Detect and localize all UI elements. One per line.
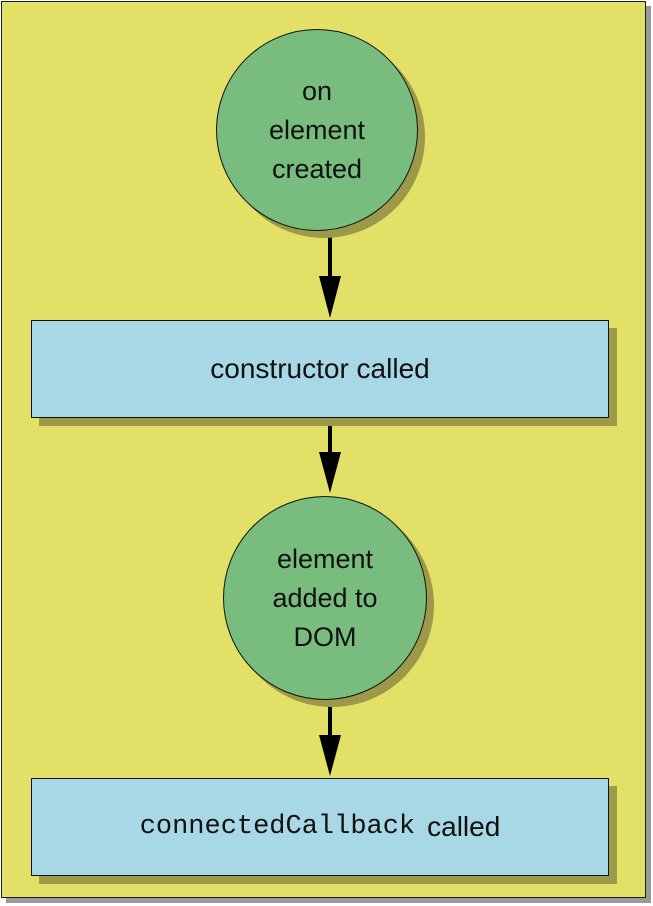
- connected-callback-code: connectedCallback: [139, 812, 416, 842]
- on-element-created-node: on element created: [216, 29, 418, 231]
- connected-callback-called-label: called: [427, 811, 501, 842]
- on-element-created-label: on element created: [268, 75, 366, 184]
- constructor-called-node: constructor called: [31, 320, 609, 418]
- element-added-to-dom-label: element added to DOM: [272, 543, 378, 652]
- element-added-to-dom-node: element added to DOM: [223, 496, 427, 700]
- connected-callback-called-node: connectedCallback called: [31, 778, 609, 876]
- constructor-called-label: constructor called: [210, 353, 430, 384]
